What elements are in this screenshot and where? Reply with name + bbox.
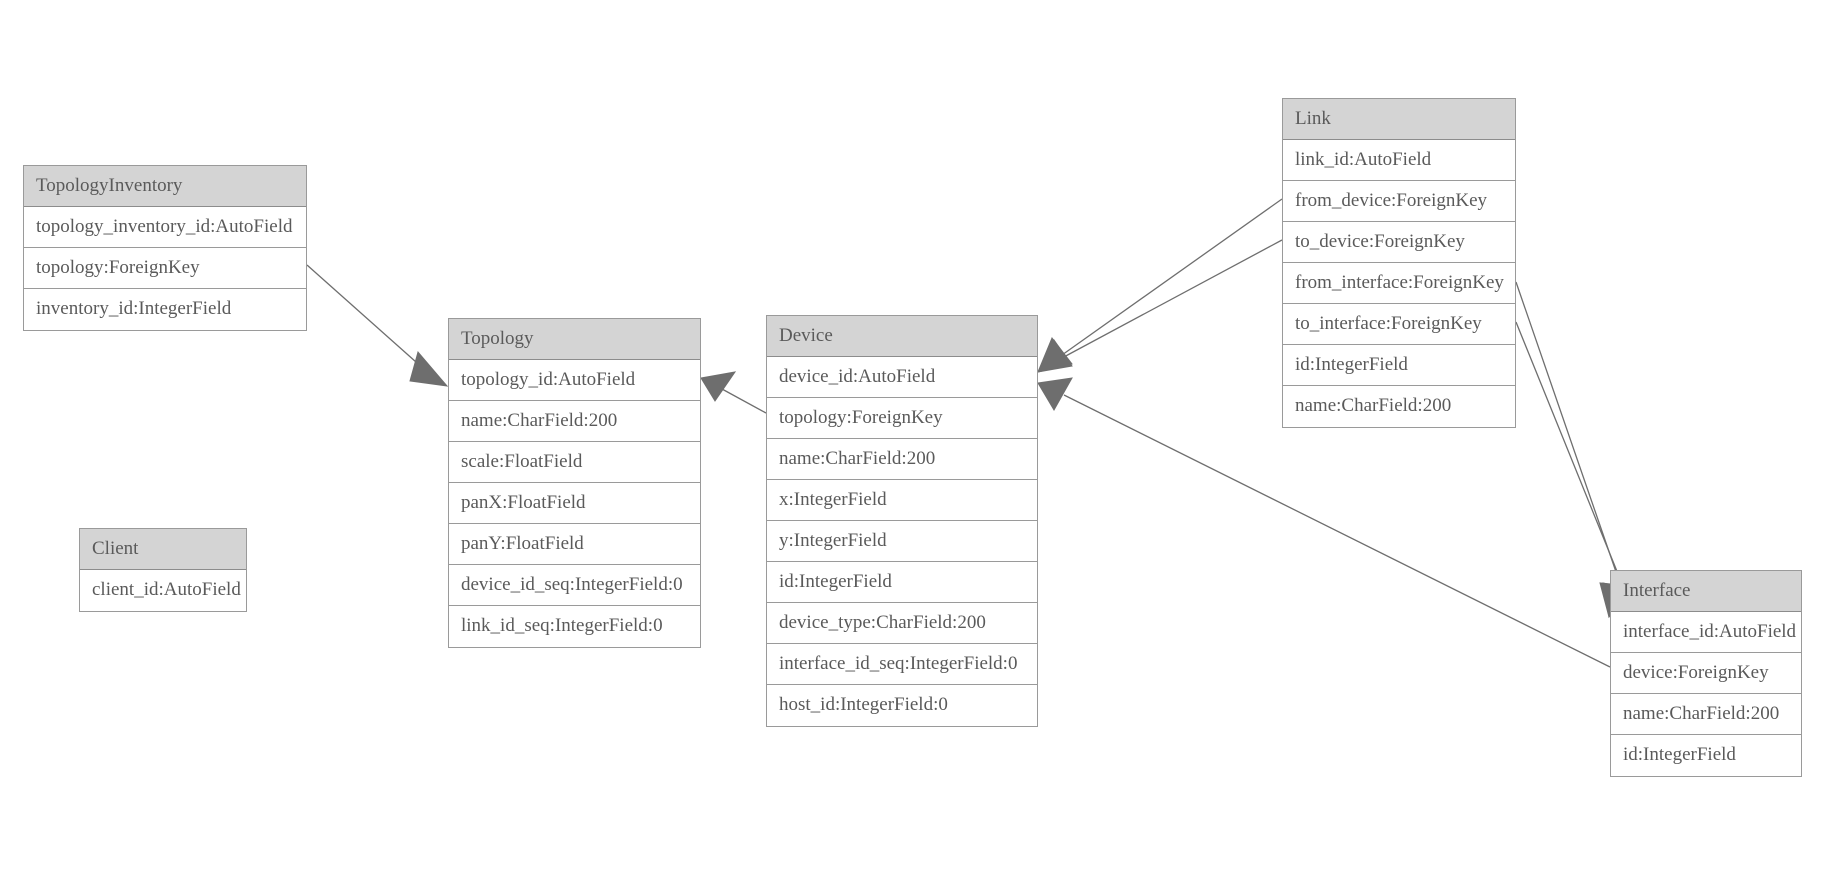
field-row: device:ForeignKey <box>1611 653 1801 694</box>
field-row: to_interface:ForeignKey <box>1283 304 1515 345</box>
field-row: device_id_seq:IntegerField:0 <box>449 565 700 606</box>
field-row: device_type:CharField:200 <box>767 603 1037 644</box>
field-row: device_id:AutoField <box>767 357 1037 398</box>
field-row: from_device:ForeignKey <box>1283 181 1515 222</box>
field-row: name:CharField:200 <box>1283 386 1515 427</box>
entity-topology[interactable]: Topology topology_id:AutoField name:Char… <box>448 318 701 648</box>
field-row: host_id:IntegerField:0 <box>767 685 1037 726</box>
entity-client[interactable]: Client client_id:AutoField <box>79 528 247 612</box>
entity-title-topology: Topology <box>449 319 700 360</box>
entity-title-device: Device <box>767 316 1037 357</box>
field-row: topology_id:AutoField <box>449 360 700 401</box>
edge-device-topology <box>700 371 767 414</box>
field-row: link_id:AutoField <box>1283 140 1515 181</box>
entity-device[interactable]: Device device_id:AutoField topology:Fore… <box>766 315 1038 727</box>
field-row: y:IntegerField <box>767 521 1037 562</box>
field-row: link_id_seq:IntegerField:0 <box>449 606 700 647</box>
field-row: id:IntegerField <box>1611 735 1801 776</box>
edge-topologyinventory-topology <box>306 264 449 387</box>
field-row: interface_id_seq:IntegerField:0 <box>767 644 1037 685</box>
field-row: to_device:ForeignKey <box>1283 222 1515 263</box>
entity-link[interactable]: Link link_id:AutoField from_device:Forei… <box>1282 98 1516 428</box>
field-row: client_id:AutoField <box>80 570 246 611</box>
field-row: topology_inventory_id:AutoField <box>24 207 306 248</box>
field-row: x:IntegerField <box>767 480 1037 521</box>
entity-topologyinventory[interactable]: TopologyInventory topology_inventory_id:… <box>23 165 307 331</box>
entity-title-client: Client <box>80 529 246 570</box>
field-row: panY:FloatField <box>449 524 700 565</box>
entity-title-link: Link <box>1283 99 1515 140</box>
entity-interface[interactable]: Interface interface_id:AutoField device:… <box>1610 570 1802 777</box>
field-row: interface_id:AutoField <box>1611 612 1801 653</box>
field-row: topology:ForeignKey <box>24 248 306 289</box>
entity-title-topologyinventory: TopologyInventory <box>24 166 306 207</box>
edge-link-to_device <box>1037 239 1283 373</box>
field-row: id:IntegerField <box>1283 345 1515 386</box>
field-row: name:CharField:200 <box>1611 694 1801 735</box>
field-row: topology:ForeignKey <box>767 398 1037 439</box>
field-row: name:CharField:200 <box>767 439 1037 480</box>
edge-link-from_interface <box>1515 281 1632 619</box>
field-row: id:IntegerField <box>767 562 1037 603</box>
edge-link-from_device <box>1037 198 1283 373</box>
field-row: from_interface:ForeignKey <box>1283 263 1516 304</box>
field-row: name:CharField:200 <box>449 401 700 442</box>
field-row: scale:FloatField <box>449 442 700 483</box>
entity-title-interface: Interface <box>1611 571 1801 612</box>
field-row: panX:FloatField <box>449 483 700 524</box>
field-row: inventory_id:IntegerField <box>24 289 306 330</box>
